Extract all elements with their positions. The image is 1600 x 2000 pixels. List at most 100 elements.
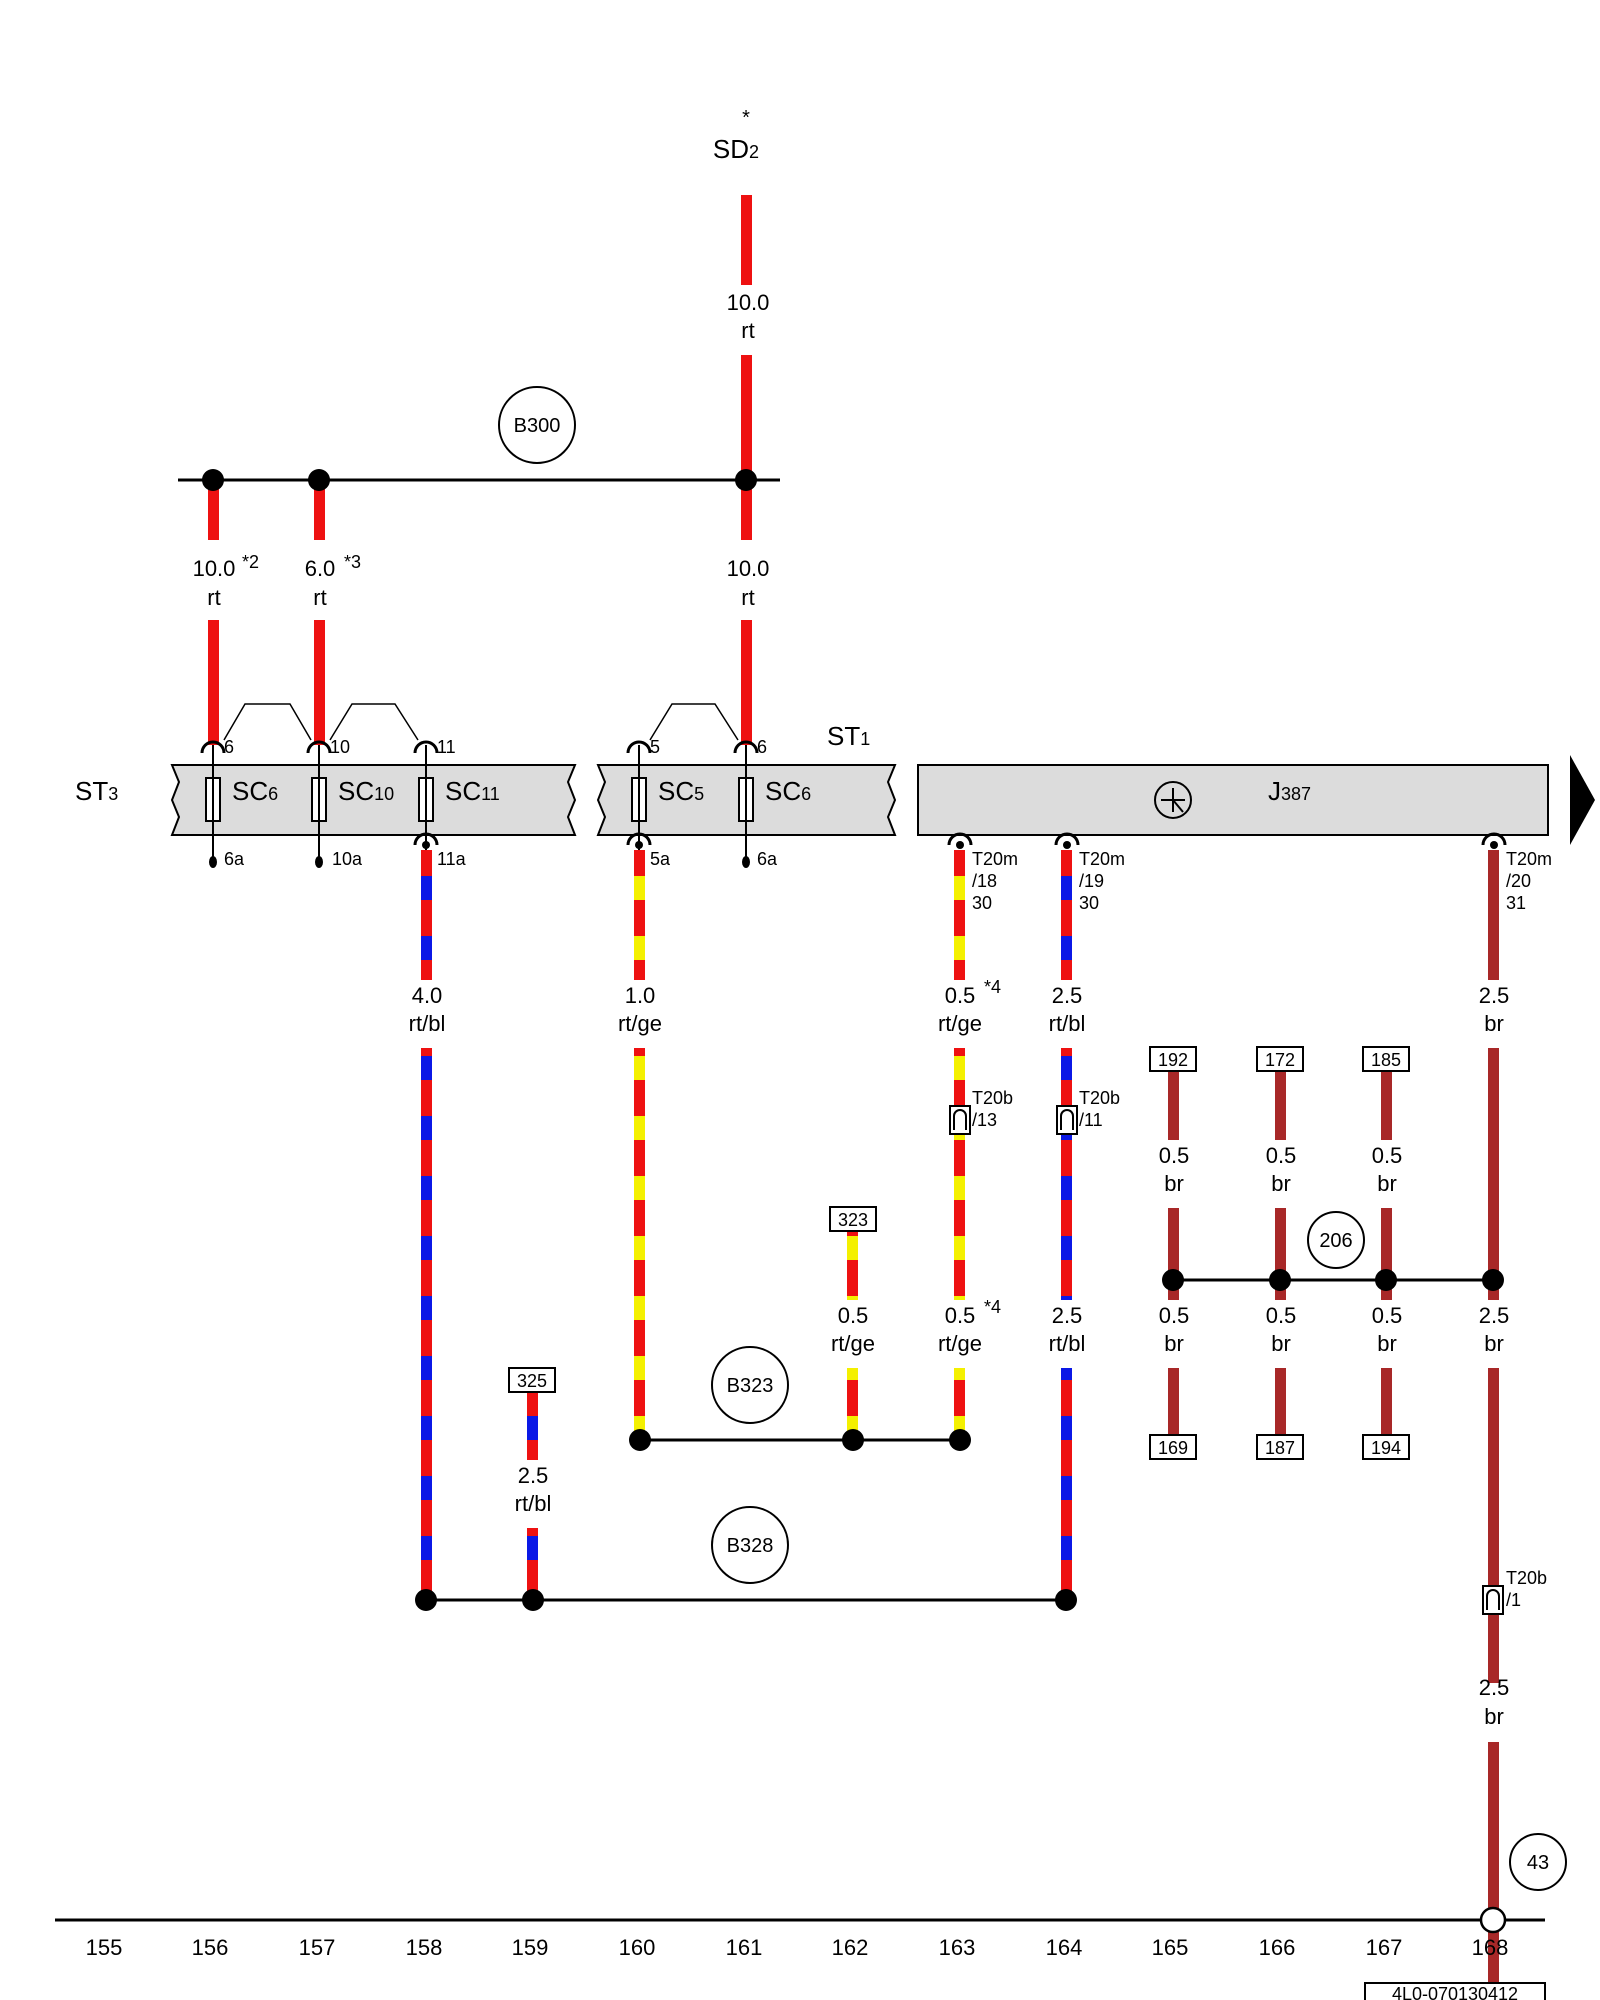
wire-157-a (314, 480, 325, 540)
svg-text:rt: rt (207, 585, 220, 610)
ref-325: 325 (517, 1371, 547, 1391)
svg-text:30: 30 (972, 893, 992, 913)
wire-167-b (1381, 1208, 1392, 1300)
svg-text:2.5: 2.5 (518, 1463, 549, 1488)
connector-arcs-bottom (413, 832, 1507, 846)
svg-text:rt/ge: rt/ge (831, 1331, 875, 1356)
svg-text:2.5: 2.5 (1479, 1303, 1510, 1328)
wire-label-161-mid: 10.0 rt (727, 556, 770, 610)
svg-text:163: 163 (939, 1935, 976, 1960)
wire-168-a (1488, 850, 1499, 980)
svg-text:/20: /20 (1506, 871, 1531, 891)
wire-label-156: 10.0 *2 rt (193, 552, 259, 610)
svg-text:168: 168 (1472, 1935, 1509, 1960)
fuse-pin-5a: 5a (650, 849, 671, 869)
svg-text:*2: *2 (242, 552, 259, 572)
svg-text:0.5: 0.5 (1372, 1303, 1403, 1328)
connector-arcs-top (200, 740, 759, 754)
fuse-pin-6-top: 6 (224, 737, 234, 757)
ground-point (1479, 1906, 1507, 1934)
svg-text:167: 167 (1366, 1935, 1403, 1960)
wire-164-a (1061, 850, 1072, 980)
wire-166-b (1275, 1208, 1286, 1300)
fuse-symbols (205, 745, 754, 862)
ref-185: 185 (1371, 1050, 1401, 1070)
j387-label: J387 (1268, 776, 1311, 806)
wire-156-b (208, 620, 219, 745)
wire-label-165-bot: 0.5 br (1159, 1303, 1190, 1356)
wire-label-166-top: 0.5 br (1266, 1143, 1297, 1196)
wire-165-b (1168, 1208, 1179, 1300)
svg-text:/19: /19 (1079, 871, 1104, 891)
svg-text:31: 31 (1506, 893, 1526, 913)
wire-label-161-top: 10.0 rt (727, 290, 770, 343)
svg-text:0.5: 0.5 (838, 1303, 869, 1328)
wire-164-c (1061, 1368, 1072, 1600)
wire-165-a (1168, 1072, 1179, 1140)
svg-text:T20m: T20m (1079, 849, 1125, 869)
wire-label-160: 1.0 rt/ge (618, 983, 662, 1036)
svg-text:164: 164 (1046, 1935, 1083, 1960)
svg-text:rt/ge: rt/ge (938, 1011, 982, 1036)
wire-166-a (1275, 1072, 1286, 1140)
wire-161-low (741, 620, 752, 745)
wire-160-b (634, 1048, 645, 1440)
svg-text:T20b: T20b (1079, 1088, 1120, 1108)
svg-text:rt/ge: rt/ge (938, 1331, 982, 1356)
wire-163-c (954, 1368, 965, 1440)
fuse-pin-6a: 6a (224, 849, 245, 869)
fuse-pin-11-top: 11 (437, 737, 456, 757)
connector-t20b-11: T20b /11 (1079, 1088, 1120, 1130)
wire-163-a (954, 850, 965, 980)
svg-text:0.5: 0.5 (1159, 1303, 1190, 1328)
wire-label-159: 2.5 rt/bl (515, 1463, 552, 1516)
svg-text:157: 157 (299, 1935, 336, 1960)
wire-157-b (314, 620, 325, 745)
svg-text:2.5: 2.5 (1479, 983, 1510, 1008)
svg-text:4.0: 4.0 (412, 983, 443, 1008)
fuse-pin-10-top: 10 (330, 737, 350, 757)
svg-text:10.0: 10.0 (727, 290, 770, 315)
wire-label-164-bot: 2.5 rt/bl (1049, 1303, 1086, 1356)
svg-text:br: br (1271, 1171, 1291, 1196)
svg-text:10.0: 10.0 (727, 556, 770, 581)
wire-158-b (421, 1048, 432, 1600)
wire-161-mid (741, 480, 752, 540)
footer-code: 4L0-070130412 (1392, 1984, 1518, 2000)
wire-label-158: 4.0 rt/bl (409, 983, 446, 1036)
fuse-sc6-b-label: SC6 (765, 776, 811, 806)
wire-162-a (847, 1232, 858, 1300)
transistor-icon (1154, 781, 1192, 819)
svg-text:br: br (1377, 1171, 1397, 1196)
wire-label-168-bot: 2.5 br (1479, 1675, 1510, 1729)
junction-circles (498, 386, 1567, 1891)
svg-text:0.5: 0.5 (945, 1303, 976, 1328)
continue-arrow-icon (1570, 755, 1595, 845)
fuse-bridge-1 (223, 703, 312, 741)
svg-text:0.5: 0.5 (1266, 1143, 1297, 1168)
svg-text:rt/bl: rt/bl (515, 1491, 552, 1516)
wire-159-b (527, 1528, 538, 1600)
junction-b300-label: B300 (514, 415, 561, 437)
footer-code-box (1364, 1982, 1546, 2000)
svg-text:rt/bl: rt/bl (1049, 1331, 1086, 1356)
svg-text:rt: rt (741, 318, 754, 343)
svg-text:158: 158 (406, 1935, 443, 1960)
svg-text:rt/bl: rt/bl (1049, 1011, 1086, 1036)
fuse-pin-6a-b: 6a (757, 849, 778, 869)
wire-label-163-bot: 0.5 *4 rt/ge (938, 1297, 1001, 1356)
ref-172: 172 (1265, 1050, 1295, 1070)
fuse-sc11-label: SC11 (445, 776, 500, 806)
ref-192: 192 (1158, 1050, 1188, 1070)
connector-t20m-20: T20m /20 31 (1506, 849, 1552, 913)
connector-t20b-13: T20b /13 (972, 1088, 1013, 1130)
connector-t20b-1: T20b /1 (1506, 1568, 1547, 1610)
connector-pins (209, 841, 1498, 868)
wire-168-c (1488, 1368, 1499, 1683)
svg-text:165: 165 (1152, 1935, 1189, 1960)
wire-label-168-mid: 2.5 br (1479, 1303, 1510, 1356)
svg-text:2.5: 2.5 (1052, 1303, 1083, 1328)
column-numbers: 155 156 157 158 159 160 161 162 163 164 … (86, 1935, 1509, 1960)
svg-text:155: 155 (86, 1935, 123, 1960)
wire-165-c (1168, 1368, 1179, 1440)
